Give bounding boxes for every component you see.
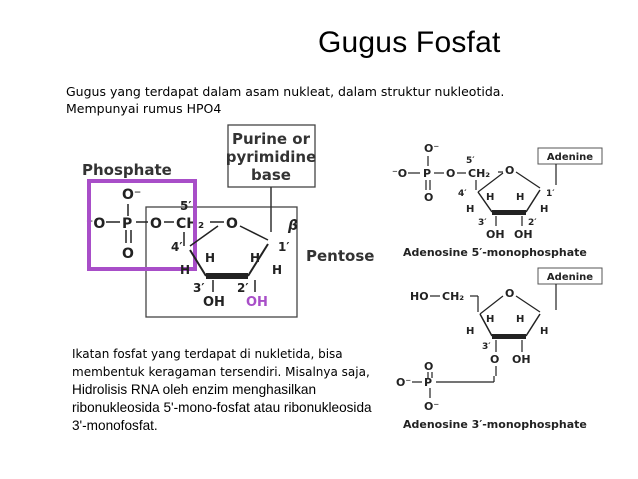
phosphate-label: Phosphate <box>82 161 172 179</box>
amp5-c2: 2′ <box>528 218 537 228</box>
amp5-p: P <box>423 167 431 180</box>
amp5-oh3: OH <box>486 228 505 241</box>
caption-part-2: Hidrolisis RNA oleh enzim menghasilkan r… <box>72 382 372 433</box>
h-c1: H <box>250 251 260 265</box>
amp3-h4: H <box>540 326 548 337</box>
amp5-h1: H <box>486 192 494 203</box>
amp3-h1: H <box>486 314 494 325</box>
phosphate-p: P <box>122 216 132 232</box>
amp3-caption: Adenosine 3′-monophosphate <box>403 418 587 431</box>
subtitle-line-1: Gugus yang terdapat dalam asam nukleat, … <box>66 84 505 99</box>
h-c4-down: H <box>180 263 190 277</box>
oh-c2: OH <box>246 295 268 310</box>
amp3-h3: H <box>466 326 474 337</box>
amp5-o-bottom: O <box>424 191 433 204</box>
amp-3-structure: Adenine HO CH₂ O H H H H 3′ O OH O O⁻ P … <box>396 267 603 431</box>
pentose-label: Pentose <box>306 247 374 265</box>
phosphate-o-lower: O <box>122 246 134 262</box>
amp5-base: Adenine <box>547 152 593 163</box>
slide-title: Gugus Fosfat <box>318 26 501 59</box>
amp5-caption: Adenosine 5′-monophosphate <box>403 246 587 259</box>
amp3-base: Adenine <box>547 272 593 283</box>
amp5-h4: H <box>540 204 548 215</box>
amp5-oh2: OH <box>514 228 533 241</box>
amp3-ho: HO <box>410 290 429 303</box>
caption-part-1: Ikatan fosfat yang terdapat di nukletida… <box>72 347 370 379</box>
amp5-c5: 5′ <box>466 156 475 166</box>
amp-5-structure: Adenine O⁻ ⁻O P O O CH₂ 5′ O 4′ 1′ H H H… <box>392 142 603 259</box>
amp3-ch2: CH₂ <box>442 290 464 303</box>
base-label-2: pyrimidine <box>226 148 317 166</box>
amp5-h2: H <box>516 192 524 203</box>
oh-c3: OH <box>203 295 225 310</box>
ch2-label: CH₂ <box>176 216 204 232</box>
amp3-o-minus-bottom: O⁻ <box>424 400 439 413</box>
amp3-c3: 3′ <box>482 342 491 352</box>
slide-caption: Ikatan fosfat yang terdapat di nukletida… <box>72 345 372 435</box>
beta-label: β <box>287 218 298 234</box>
amp3-o-bridge: O <box>490 353 499 366</box>
base-box <box>227 124 316 188</box>
amp3-h2: H <box>516 314 524 325</box>
amp5-o-top: O⁻ <box>424 142 439 155</box>
slide-subtitle: Gugus yang terdapat dalam asam nukleat, … <box>66 83 546 117</box>
amp5-c3: 3′ <box>478 218 487 228</box>
amp3-o-minus-left: O⁻ <box>396 376 411 389</box>
amp5-ch2: CH₂ <box>468 167 490 180</box>
amp3-p: P <box>424 376 432 389</box>
h-c1-down: H <box>272 263 282 277</box>
phosphate-o-minus: O⁻ <box>122 187 141 203</box>
amp5-c1: 1′ <box>546 189 555 199</box>
base-label-1: Purine or <box>232 130 311 148</box>
c3-label: 3′ <box>193 281 205 295</box>
c4-label: 4′ <box>171 240 183 254</box>
phosphate-highlight <box>87 179 197 271</box>
amp5-ring-o: O <box>505 164 514 177</box>
amp5-c4: 4′ <box>458 189 467 199</box>
amp5-o-left: ⁻O <box>392 167 407 180</box>
ring-o: O <box>226 216 238 232</box>
amp3-oh: OH <box>512 353 531 366</box>
base-label-3: base <box>251 166 291 184</box>
c5-label: 5′ <box>180 199 192 213</box>
amp3-ring-o: O <box>505 287 514 300</box>
phosphate-bridge-o: O <box>150 216 162 232</box>
amp3-o-top: O <box>424 360 433 373</box>
c1-label: 1′ <box>278 240 290 254</box>
c2-label: 2′ <box>237 281 249 295</box>
amp5-h3: H <box>466 204 474 215</box>
pentose-box <box>145 206 298 318</box>
h-c4: H <box>205 251 215 265</box>
amp5-o-bridge: O <box>446 167 455 180</box>
subtitle-line-2: Mempunyai rumus HPO4 <box>66 101 222 116</box>
